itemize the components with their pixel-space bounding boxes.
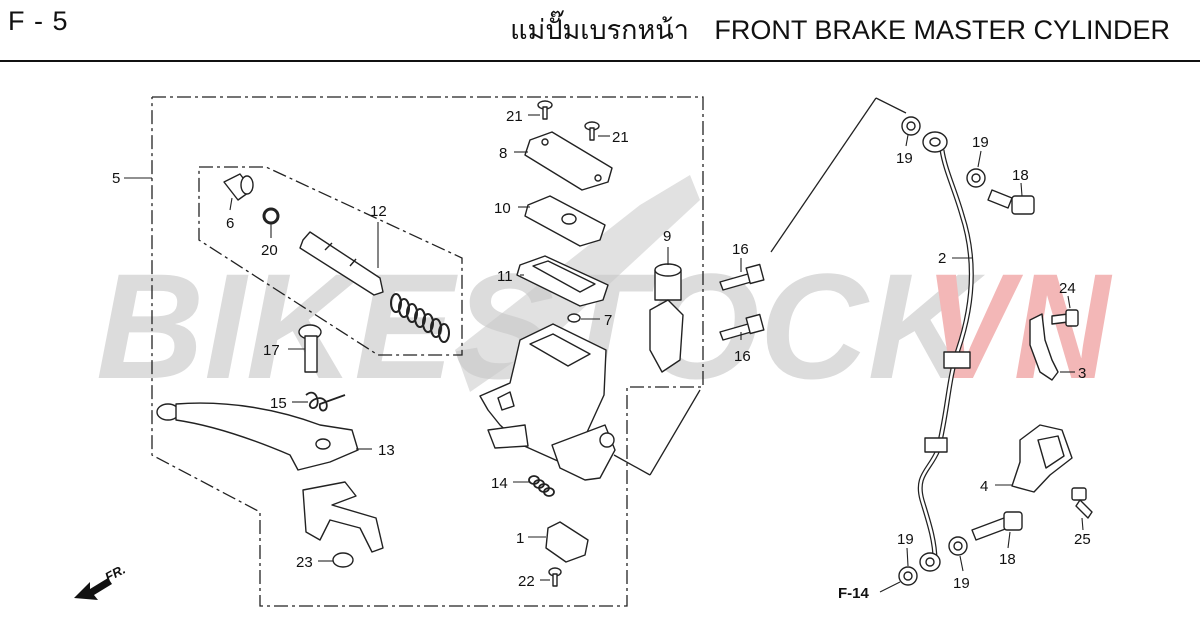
callout-5: 5 [112,170,120,187]
callout-25: 25 [1074,531,1091,548]
part-1-brake-switch [545,521,589,563]
callout-leaders [124,114,1084,593]
part-12-spring [390,293,450,343]
parts [156,100,1093,587]
diagram-code: F - 5 [8,6,69,36]
callout-13: 13 [378,442,395,459]
callout-9: 9 [663,228,671,245]
watermark-vn: VN [925,242,1112,410]
part-6-boot [223,173,254,201]
part-2-brake-hose-inner [919,149,973,561]
part-3-hose-clamp [1029,313,1059,381]
part-22-screw [548,567,562,587]
callout-10: 10 [494,200,511,217]
part-23-bracket [302,481,384,568]
part-21-screws [537,100,600,141]
callout-19d: 19 [953,575,970,592]
callout-4: 4 [980,478,988,495]
callout-2: 2 [938,250,946,267]
reference-f14: F-14 [838,585,870,602]
part-19-washers [898,116,986,586]
callout-17: 17 [263,342,280,359]
part-master-cylinder-body [479,323,616,481]
part-7-screw [567,313,581,323]
part-18-banjo-bolts [971,189,1035,541]
assembly-outline [151,96,704,607]
callout-19a: 19 [896,150,913,167]
part-2-hose-fittings [919,131,971,572]
part-12-piston [299,231,384,296]
part-10-diaphragm-plate [524,195,606,247]
callout-15: 15 [270,395,287,412]
leader-lines-main [613,97,907,476]
callout-22: 22 [518,573,535,590]
arrow-icon [74,578,112,600]
part-16-bolts [719,263,765,341]
callout-19b: 19 [972,134,989,151]
part-24-bolt [1051,309,1079,327]
part-4-hose-guide [1011,424,1073,493]
part-8-reservoir-cap [524,131,613,191]
callout-23: 23 [296,554,313,571]
header-divider [0,60,1200,62]
diagram-title: แม่ปั๊มเบรกหน้า FRONT BRAKE MASTER CYLIN… [510,8,1170,51]
diagram-title-english: FRONT BRAKE MASTER CYLINDER [714,15,1170,45]
callout-16a: 16 [732,241,749,258]
callout-19c: 19 [897,531,914,548]
front-direction-indicator: FR. [74,562,128,600]
callout-16b: 16 [734,348,751,365]
part-25-bolt [1071,487,1093,519]
callout-8: 8 [499,145,507,162]
callout-14: 14 [491,475,508,492]
callout-24: 24 [1059,280,1076,297]
callout-7: 7 [604,312,612,329]
callout-3: 3 [1078,365,1086,382]
part-9-holder [649,263,684,373]
callout-6: 6 [226,215,234,232]
callout-21a: 21 [506,108,523,125]
callout-11: 11 [497,268,513,285]
callout-20: 20 [261,242,278,259]
part-11-diaphragm [516,255,609,307]
callout-1: 1 [516,530,524,547]
callout-21b: 21 [612,129,629,146]
callout-18b: 18 [999,551,1016,568]
callout-12: 12 [370,203,387,220]
diagram-title-thai: แม่ปั๊มเบรกหน้า [510,15,689,45]
callout-18a: 18 [1012,167,1029,184]
part-17-pivot-bolt [298,324,322,373]
part-14-spring [528,475,555,497]
part-20-circlip [262,207,280,225]
part-15-lever-spring [305,391,346,412]
callout-labels: 5 6 20 12 17 15 13 23 21 21 8 10 11 9 7 … [112,108,1091,592]
part-13-brake-lever [156,402,359,471]
